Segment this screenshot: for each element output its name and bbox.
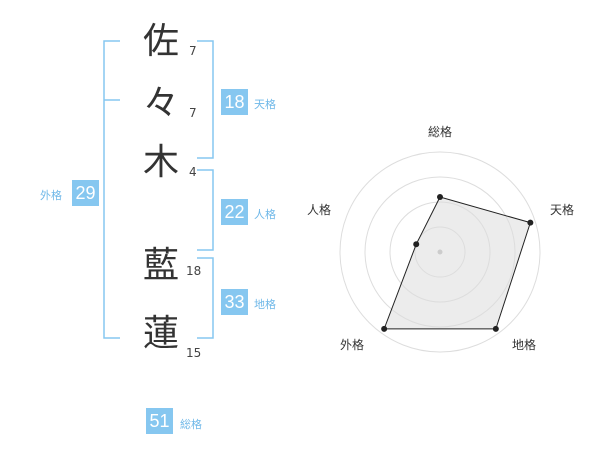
radar-grid-ring bbox=[339, 151, 541, 353]
name-char-4: 藍 bbox=[143, 245, 180, 286]
chikaku-label: 地格 bbox=[254, 298, 276, 311]
radar-point-3 bbox=[381, 325, 388, 332]
radar-point-0 bbox=[437, 194, 443, 200]
stroke-count-4: 18 bbox=[186, 264, 202, 278]
soukaku-label: 総格 bbox=[180, 418, 202, 431]
soukaku-badge: 51 bbox=[146, 408, 173, 434]
jinkaku-label: 人格 bbox=[254, 208, 276, 221]
name-char-2: 々 bbox=[143, 83, 180, 124]
tenkaku-badge: 18 bbox=[221, 89, 248, 115]
jinkaku-bracket bbox=[197, 169, 214, 251]
chikaku-bracket bbox=[197, 257, 214, 339]
gaikaku-badge: 29 bbox=[72, 180, 99, 206]
radar-value-polygon bbox=[383, 196, 531, 330]
stroke-count-2: 7 bbox=[189, 106, 197, 120]
radar-point-4 bbox=[413, 241, 420, 248]
radar-label-chikaku: 地格 bbox=[512, 338, 537, 352]
name-char-1: 佐 bbox=[143, 21, 180, 62]
tenkaku-bracket bbox=[197, 40, 214, 159]
radar-point-2 bbox=[492, 325, 499, 332]
radar-label-gaikaku: 外格 bbox=[340, 338, 365, 352]
name-char-3: 木 bbox=[143, 142, 180, 183]
stroke-count-1: 7 bbox=[189, 44, 197, 58]
gaikaku-bracket bbox=[103, 40, 120, 339]
jinkaku-badge: 22 bbox=[221, 199, 248, 225]
radar-label-tenkaku: 天格 bbox=[550, 203, 575, 217]
radar-point-1 bbox=[527, 219, 534, 226]
radar-label-soukaku: 総格 bbox=[428, 125, 453, 139]
radar-center-dot bbox=[437, 249, 443, 255]
chikaku-badge: 33 bbox=[221, 289, 248, 315]
gaikaku-label: 外格 bbox=[40, 189, 62, 202]
tenkaku-label: 天格 bbox=[254, 98, 276, 111]
radar-label-jinkaku: 人格 bbox=[307, 203, 332, 217]
stroke-count-3: 4 bbox=[189, 165, 197, 179]
name-char-5: 蓮 bbox=[143, 313, 180, 354]
stroke-count-5: 15 bbox=[186, 346, 202, 360]
